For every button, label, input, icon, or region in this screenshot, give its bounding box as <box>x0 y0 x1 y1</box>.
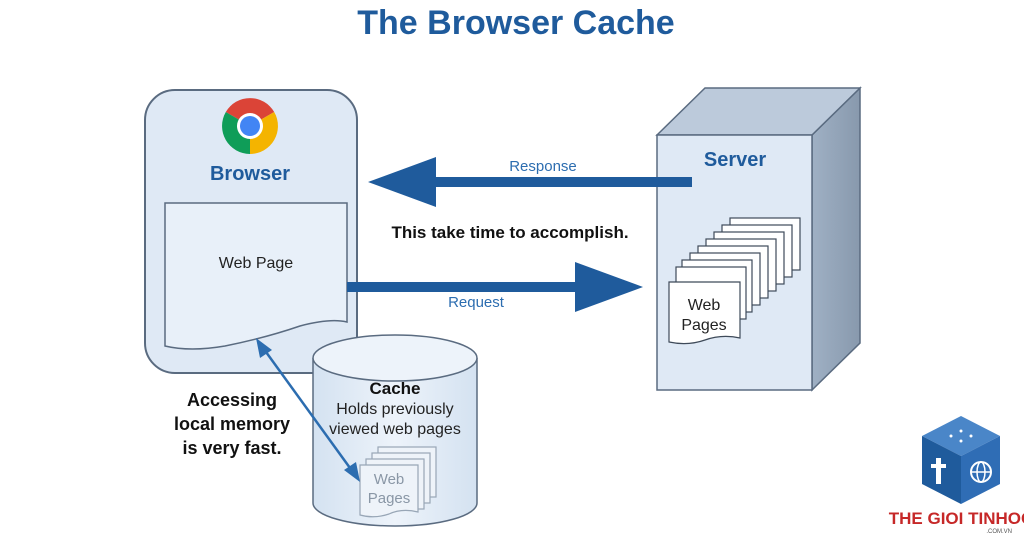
response-arrow <box>368 157 692 207</box>
request-arrow <box>347 262 643 312</box>
cache-pages-label-line1: Web <box>374 471 405 488</box>
local-memory-arrow <box>256 338 360 482</box>
web-page-document <box>164 202 348 350</box>
timing-note: This take time to accomplish. <box>391 223 628 242</box>
logo-brand-text: THE GIOI TINHOC <box>889 509 1024 528</box>
server-web-pages-stack <box>668 217 801 345</box>
server-pages-label-line2: Pages <box>681 317 726 334</box>
browser-label: Browser <box>210 163 290 185</box>
request-label: Request <box>448 294 505 311</box>
diagram-title: The Browser Cache <box>357 4 674 42</box>
memory-note-line2: local memory <box>174 414 290 434</box>
server-label: Server <box>704 149 766 171</box>
cache-cylinder: Cache Holds previously viewed web pages … <box>312 334 478 527</box>
cache-desc-line1: Holds previously <box>336 401 453 418</box>
browser-panel: Browser Web Page <box>144 89 358 374</box>
brand-logo: THE GIOI TINHOC .COM.VN <box>889 416 1024 535</box>
server-box: Server Web Pages <box>655 86 862 392</box>
memory-note-line1: Accessing <box>187 390 277 410</box>
cache-title: Cache <box>369 379 420 398</box>
chrome-icon <box>222 98 278 154</box>
cache-desc-line2: viewed web pages <box>329 421 461 438</box>
web-page-label: Web Page <box>219 255 294 272</box>
response-label: Response <box>509 158 577 175</box>
logo-sub-text: .COM.VN <box>986 529 1012 535</box>
memory-note-line3: is very fast. <box>182 438 281 458</box>
cache-web-pages-stack <box>359 446 437 518</box>
cache-pages-label-line2: Pages <box>368 490 411 507</box>
server-pages-label-line1: Web <box>688 297 721 314</box>
logo-cube-icon <box>922 416 1000 504</box>
